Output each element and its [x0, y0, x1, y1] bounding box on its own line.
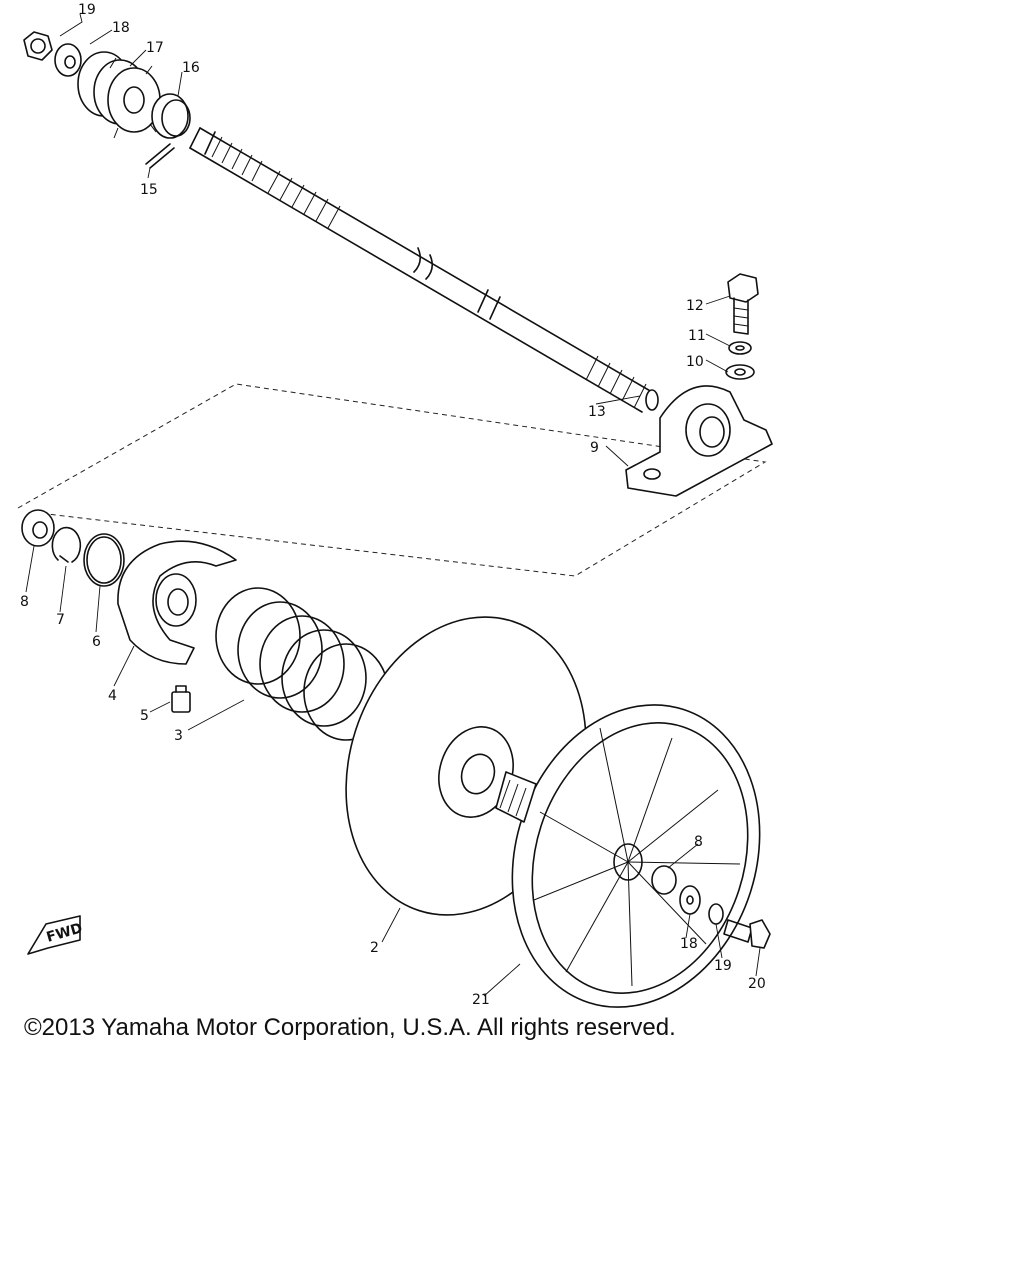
callout-1: 21: [472, 992, 490, 1008]
callout-13: 13: [588, 404, 606, 420]
spring-3: [215, 587, 389, 741]
slider-5: [171, 685, 191, 713]
callout-6: 6: [92, 634, 101, 650]
callout-labels: 19 18 17 16 15 12 11 10 13 9 8 7 6 4 5 3…: [20, 2, 766, 1008]
callout-16: 17: [146, 40, 164, 56]
callout-18: 19: [78, 2, 96, 18]
callout-12: 12: [686, 298, 704, 314]
sprocket-16: [77, 51, 169, 139]
callout-20: 19: [714, 958, 732, 974]
shaft-13: [189, 127, 659, 413]
callout-21: 20: [748, 976, 766, 992]
callout-8b: 8: [694, 834, 703, 850]
circlip-7: [51, 526, 82, 563]
callout-15: 16: [182, 60, 200, 76]
callout-11: 11: [688, 328, 706, 344]
fwd-arrow-icon: FWD: [27, 915, 84, 955]
bearing-8b: [651, 865, 677, 895]
washer-11: [728, 341, 752, 355]
callout-7: 7: [56, 612, 65, 628]
bolt-21: [723, 919, 771, 949]
callout-3: 3: [174, 728, 183, 744]
callout-14: 15: [140, 182, 158, 198]
pin-14: [145, 143, 175, 169]
bolt-12: [727, 273, 759, 335]
washer-10: [725, 364, 755, 380]
bearing-housing-9: [625, 385, 773, 497]
callout-17: 18: [112, 20, 130, 36]
spider-4: [117, 540, 237, 665]
bearing-15: [151, 93, 191, 139]
washer-17: [54, 43, 82, 77]
washer-19: [679, 885, 701, 915]
callout-2: 2: [370, 940, 379, 956]
assembly-dashed-outline: [17, 383, 767, 577]
leader-lines: [25, 13, 761, 997]
callout-5: 5: [140, 708, 149, 724]
ring-6: [83, 533, 125, 587]
callout-4: 4: [108, 688, 117, 704]
washer-8: [21, 509, 55, 547]
sheave-1: [495, 704, 761, 1008]
callout-9: 9: [590, 440, 599, 456]
nut-18: [23, 31, 53, 61]
copyright-notice: ©2013 Yamaha Motor Corporation, U.S.A. A…: [24, 1014, 676, 1041]
callout-8a: 8: [20, 594, 29, 610]
exploded-parts-diagram: FWD 19 18 17 16 15 12 11 10 13: [17, 2, 773, 1008]
callout-10: 10: [686, 354, 704, 370]
callout-19: 18: [680, 936, 698, 952]
